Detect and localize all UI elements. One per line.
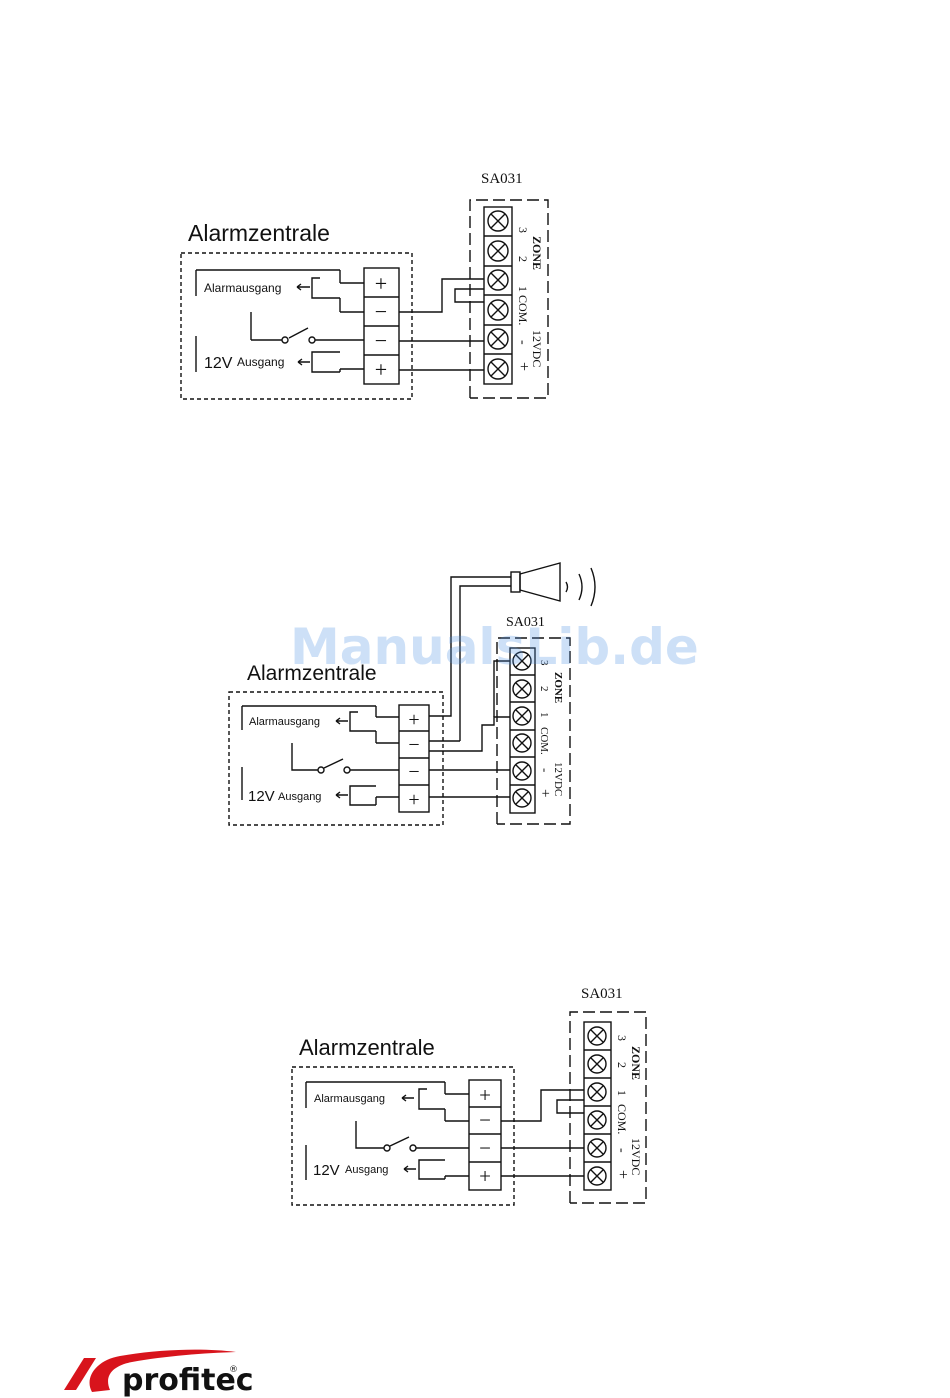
com-label: COM.: [615, 1104, 629, 1134]
wire-alarm-zone1: [429, 717, 510, 751]
screw-terminal-icon: [488, 300, 508, 320]
terminal-number-2: 2: [538, 686, 550, 692]
switch-contact: [282, 337, 288, 343]
switch-lever: [324, 759, 343, 768]
screw-terminal-icon: [488, 270, 508, 290]
switch-lever: [390, 1137, 409, 1146]
screw-terminal-icon: [513, 680, 531, 698]
device-label: SA031: [481, 171, 523, 187]
terminal-plus: +: [375, 357, 387, 382]
alarm-output-label: Alarmausgang: [204, 281, 281, 295]
terminal-minus: −: [479, 1108, 491, 1132]
wiring-diagram-1: Alarmzentrale Alarmausgang 12V Ausgang: [181, 171, 548, 399]
screw-terminal-icon: [488, 241, 508, 261]
terminal-minus: −: [375, 328, 387, 353]
switch-contact: [309, 337, 315, 343]
terminal-minus: −: [408, 761, 419, 783]
terminal-minus: −: [479, 1136, 491, 1160]
terminal-plus: +: [408, 789, 419, 811]
screw-terminal-icon: [513, 789, 531, 807]
terminal-number-2: 2: [516, 256, 530, 262]
supply-minus: -: [538, 768, 553, 772]
power-output-label: Ausgang: [345, 1164, 388, 1176]
switch-contact: [384, 1145, 390, 1151]
com-label: COM.: [516, 295, 530, 325]
power-prefix: 12V: [248, 788, 275, 805]
terminal-plus: +: [479, 1083, 491, 1107]
power-prefix: 12V: [204, 355, 233, 372]
zone-label: ZONE: [552, 672, 564, 703]
registered-mark: ®: [229, 1365, 238, 1375]
supply-minus: -: [614, 1148, 629, 1153]
power-output-label: Ausgang: [278, 791, 321, 803]
zone-label: ZONE: [629, 1046, 643, 1080]
zone-label: ZONE: [530, 236, 544, 270]
screw-terminal-icon: [588, 1167, 606, 1185]
screw-terminal-icon: [488, 211, 508, 231]
device-label: SA031: [581, 986, 623, 1002]
supply-minus: -: [515, 340, 530, 345]
terminal-number-3: 3: [615, 1035, 629, 1041]
terminal-number-1: 1: [615, 1090, 629, 1096]
supply-plus: +: [537, 789, 553, 797]
terminal-number-3: 3: [516, 227, 530, 233]
terminal-plus: +: [408, 709, 419, 731]
vdc-label: 12VDC: [629, 1138, 643, 1175]
screw-terminal-icon: [513, 762, 531, 780]
terminal-number-2: 2: [615, 1062, 629, 1068]
terminal-number-1: 1: [538, 712, 550, 718]
screw-terminal-icon: [588, 1111, 606, 1129]
vdc-label: 12VDC: [552, 762, 564, 796]
screw-terminal-icon: [513, 734, 531, 752]
terminal-plus: +: [375, 271, 387, 296]
watermark: ManualsLib.de: [290, 618, 699, 676]
alarm-output-label: Alarmausgang: [249, 716, 320, 728]
power-output-label: Ausgang: [237, 355, 284, 369]
switch-contact: [318, 767, 324, 773]
panel-title: Alarmzentrale: [188, 220, 330, 246]
switch-contact: [410, 1145, 416, 1151]
alarm-output-label: Alarmausgang: [314, 1093, 385, 1105]
screw-terminal-icon: [513, 707, 531, 725]
screw-terminal-icon: [588, 1139, 606, 1157]
panel-title: Alarmzentrale: [299, 1035, 435, 1060]
terminal-minus: −: [408, 734, 419, 756]
screw-terminal-icon: [588, 1083, 606, 1101]
screw-terminal-icon: [488, 359, 508, 379]
screw-terminal-icon: [588, 1027, 606, 1045]
switch-lever: [289, 328, 308, 338]
switch-contact: [344, 767, 350, 773]
vdc-label: 12VDC: [530, 330, 544, 367]
screw-terminal-icon: [588, 1055, 606, 1073]
profitec-logo: profitec ®: [64, 1350, 254, 1398]
terminal-plus: +: [479, 1164, 491, 1188]
screw-terminal-icon: [488, 329, 508, 349]
com-label: COM.: [538, 727, 550, 755]
power-prefix: 12V: [313, 1162, 340, 1179]
wiring-diagram-2: Alarmzentrale Alarmausgang 12V Ausgang +…: [229, 563, 595, 825]
supply-plus: +: [614, 1170, 631, 1179]
siren-icon: [511, 563, 595, 606]
supply-plus: +: [515, 362, 532, 371]
terminal-number-1: 1: [516, 286, 530, 292]
terminal-minus: −: [375, 299, 387, 324]
wiring-diagram-3: Alarmzentrale Alarmausgang 12V Ausgang +…: [292, 986, 646, 1205]
sa031-box: [470, 200, 548, 398]
